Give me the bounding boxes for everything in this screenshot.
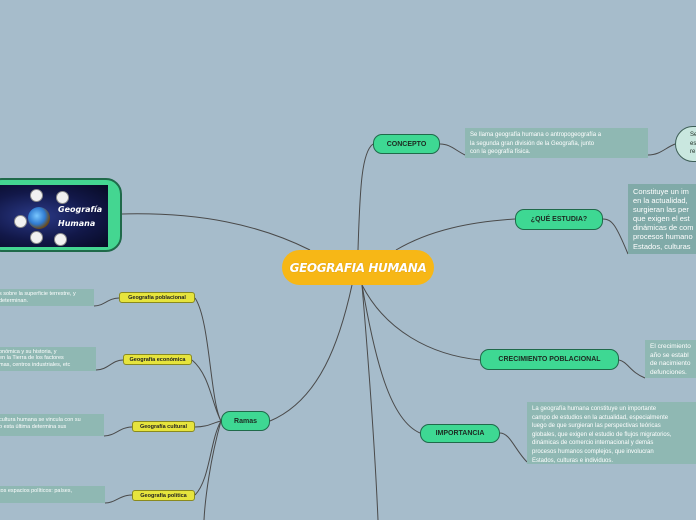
- line-ramas-cultural: [195, 421, 221, 427]
- line-ramas: [270, 285, 352, 421]
- branch-concepto[interactable]: CONCEPTO: [373, 134, 440, 154]
- branch-concepto-label: CONCEPTO: [387, 141, 427, 148]
- globe-icon: [28, 207, 50, 229]
- rama-geografia-politica[interactable]: Geografía política: [132, 490, 195, 501]
- line-note-bubble: [648, 144, 675, 155]
- mini-earth-icon: [30, 231, 43, 244]
- line-ramas-economica: [192, 360, 221, 421]
- geografia-humana-illustration: Geografía Humana: [0, 185, 108, 247]
- rama-geografia-cultural[interactable]: Geografía cultural: [132, 421, 195, 432]
- branch-importancia-label: IMPORTANCIA: [436, 430, 485, 437]
- mini-earth-icon: [54, 233, 67, 246]
- branch-que-estudia[interactable]: ¿QUÉ ESTUDIA?: [515, 209, 603, 230]
- line-image: [122, 214, 310, 250]
- line-importancia-note: [500, 433, 527, 462]
- line-crecimiento: [362, 285, 480, 360]
- line-concepto: [358, 144, 373, 250]
- line-politica-note: [105, 495, 132, 503]
- central-topic[interactable]: GEOGRAFIA HUMANA: [282, 250, 434, 285]
- note-importancia[interactable]: La geografía humana constituye un import…: [527, 402, 696, 464]
- line-economica-note: [96, 360, 123, 370]
- note-geografia-politica[interactable]: tos espacios políticos: países,: [0, 486, 105, 503]
- branch-ramas[interactable]: Ramas: [221, 411, 270, 431]
- line-poblacional-note: [94, 298, 119, 306]
- line-concepto-note: [440, 144, 465, 155]
- rama-geografia-poblacional[interactable]: Geografía poblacional: [119, 292, 195, 303]
- note-concepto[interactable]: Se llama geografía humana o antropogeogr…: [465, 128, 648, 158]
- line-que-estudia: [396, 219, 515, 250]
- line-cultural-note: [104, 427, 132, 436]
- branch-ramas-label: Ramas: [234, 418, 257, 425]
- line-que-estudia-note: [603, 219, 628, 254]
- rama-label: Geografía política: [140, 493, 186, 499]
- line-ramas-poblacional: [195, 298, 221, 421]
- note-que-estudia[interactable]: Constituye un im en la actualidad, surgi…: [628, 184, 696, 254]
- note-geografia-cultural[interactable]: cultura humana se vincula con su o esta …: [0, 414, 104, 436]
- branch-que-estudia-label: ¿QUÉ ESTUDIA?: [531, 216, 587, 223]
- central-topic-label: GEOGRAFIA HUMANA: [290, 261, 427, 275]
- branch-importancia[interactable]: IMPORTANCIA: [420, 424, 500, 443]
- line-crecimiento-note: [619, 360, 645, 378]
- line-importancia: [362, 285, 420, 433]
- branch-crecimiento-label: CRECIMIENTO POBLACIONAL: [498, 356, 600, 363]
- branch-crecimiento-poblacional[interactable]: CRECIMIENTO POBLACIONAL: [480, 349, 619, 370]
- rama-label: Geografía económica: [130, 357, 186, 363]
- image-topic-node[interactable]: Geografía Humana: [0, 178, 122, 252]
- rama-label: Geografía poblacional: [128, 295, 186, 301]
- note-geografia-economica[interactable]: onómica y su historia, y en la Tierra de…: [0, 347, 96, 371]
- rama-geografia-economica[interactable]: Geografía económica: [123, 354, 192, 365]
- line-down: [362, 285, 378, 520]
- mini-earth-icon: [30, 189, 43, 202]
- note-geografia-poblacional[interactable]: s sobre la superficie terrestre, y deter…: [0, 289, 94, 306]
- note-crecimiento[interactable]: El crecimiento año se establ de nacimien…: [645, 340, 696, 378]
- rama-label: Geografía cultural: [140, 424, 187, 430]
- mini-earth-icon: [14, 215, 27, 228]
- image-caption: Geografía Humana: [58, 203, 102, 231]
